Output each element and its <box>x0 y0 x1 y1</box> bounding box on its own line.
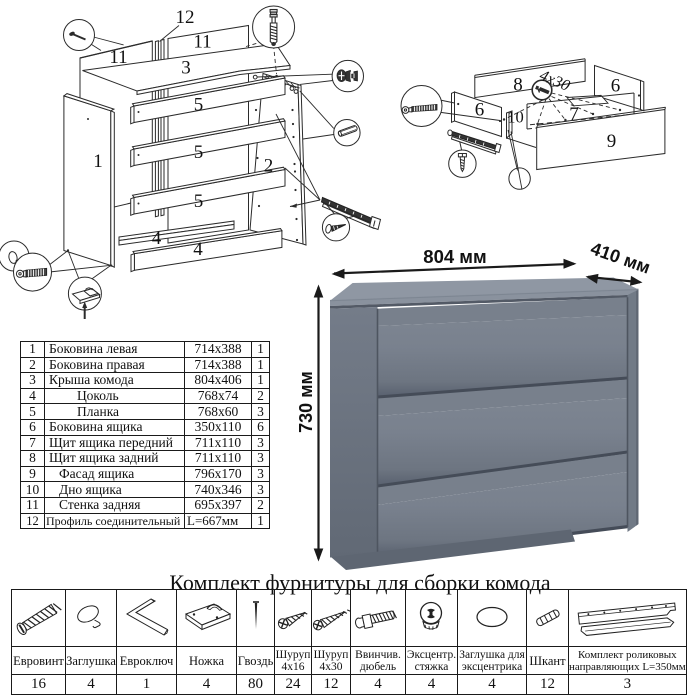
svg-text:410 мм: 410 мм <box>588 238 653 277</box>
svg-text:5: 5 <box>194 191 204 212</box>
svg-text:6: 6 <box>475 100 485 121</box>
svg-text:5: 5 <box>194 95 204 116</box>
svg-text:1: 1 <box>93 151 103 172</box>
svg-text:804 мм: 804 мм <box>423 246 486 267</box>
svg-text:4: 4 <box>152 228 162 249</box>
svg-text:730 мм: 730 мм <box>296 371 316 433</box>
svg-text:7: 7 <box>569 104 579 125</box>
svg-text:10: 10 <box>507 108 524 127</box>
svg-text:12: 12 <box>176 7 195 28</box>
svg-text:9: 9 <box>607 131 617 152</box>
svg-text:2: 2 <box>264 156 274 177</box>
svg-text:11: 11 <box>193 32 211 53</box>
svg-text:6: 6 <box>611 76 621 97</box>
svg-text:11: 11 <box>109 47 127 68</box>
svg-text:8: 8 <box>513 75 523 96</box>
svg-text:5: 5 <box>194 142 204 163</box>
svg-text:3: 3 <box>181 58 191 79</box>
svg-text:4: 4 <box>193 239 203 260</box>
